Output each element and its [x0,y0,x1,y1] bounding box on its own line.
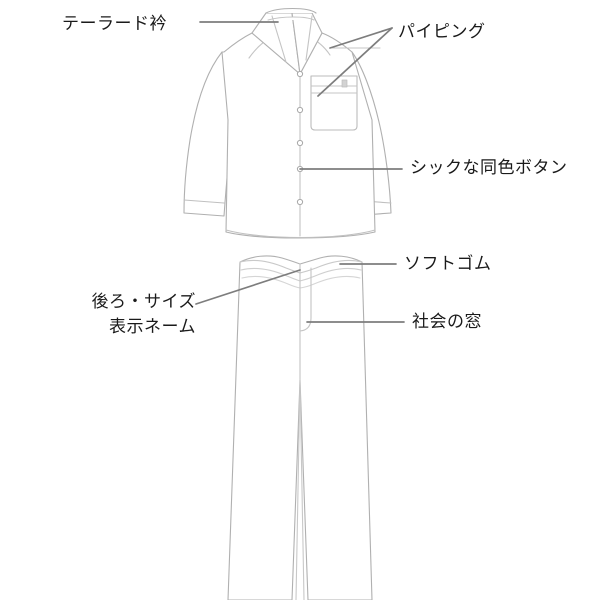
collar-roll-line-right [305,15,313,61]
annotation-back-size-label: 後ろ・サイズ 表示ネーム [91,292,196,337]
button-2 [296,106,304,114]
annotation-fly-opening: 社会の窓 [412,312,482,332]
button-1 [296,70,304,78]
annotation-soft-elastic: ソフトゴム [404,254,492,274]
shirt-chest-pocket [310,75,358,131]
annotation-tailored-collar: テーラード衿 [62,14,167,34]
pocket-size-tag [341,79,348,88]
pajama-pants [227,255,373,600]
pants-body [227,255,373,600]
leader-lines [195,21,405,323]
leader-line-piping-a [317,27,393,97]
pants-fly [299,267,312,332]
annotation-piping: パイピング [398,22,486,42]
annotation-tonal-button: シックな同色ボタン [410,158,568,178]
collar-roll-line-left [271,15,287,63]
leader-line-backname [195,269,301,305]
button-5 [296,198,304,206]
button-3 [296,139,304,147]
pants-left-inseam [295,379,301,600]
leader-line-piping-b [329,27,393,49]
shirt-left-cuff [183,199,225,204]
pajama-shirt [183,7,392,239]
collar-band [265,7,317,14]
pants-right-inseam [299,379,305,600]
